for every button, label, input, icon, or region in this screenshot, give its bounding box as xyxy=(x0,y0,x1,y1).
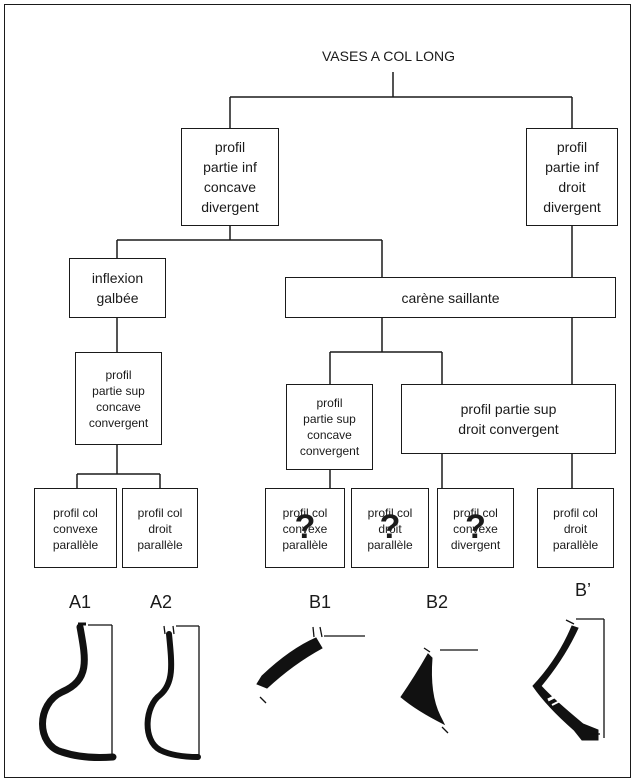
profile-a2-drawing xyxy=(144,625,201,760)
leaf-label: profil col droit parallèle xyxy=(552,506,599,552)
node-b-partie-sup-droit-convergent: profil partie sup droit convergent xyxy=(401,384,616,454)
leaf-label: profil col convexe parallèle xyxy=(52,506,99,552)
leaf-label: profil col convexe parallèle xyxy=(282,506,328,552)
diagram-frame xyxy=(4,4,631,778)
profile-label-bprime: B’ xyxy=(574,580,591,600)
profile-label-a2: A2 xyxy=(149,592,173,612)
node-carene-saillante: carène saillante xyxy=(285,277,616,318)
node-inflexion-galbee: inflexion galbée xyxy=(69,258,166,318)
profile-label-a1: A1 xyxy=(68,592,92,612)
leaf-b1-convexe-parallele: profil col convexe parallèle ? xyxy=(265,488,345,568)
profile-a1-drawing xyxy=(39,622,117,761)
leaf-label: profil col droit parallèle xyxy=(367,506,413,552)
leaf-label: profil col droit parallèle xyxy=(137,506,183,552)
leaf-bprime-droit-parallele: profil col droit parallèle xyxy=(537,488,614,568)
profile-label-b1: B1 xyxy=(308,592,332,612)
profile-b1-drawing xyxy=(256,626,365,704)
root-title: VASES A COL LONG xyxy=(322,48,456,64)
profile-bprime-drawing xyxy=(532,618,605,741)
leaf-a2-droit-parallele: profil col droit parallèle xyxy=(122,488,198,568)
question-mark-icon: ? xyxy=(294,508,316,546)
leaf-b2-droit-parallele: profil col droit parallèle ? xyxy=(351,488,429,568)
profile-label-b2: B2 xyxy=(425,592,449,612)
node-profil-partie-inf-concave-divergent: profil partie inf concave divergent xyxy=(181,128,279,226)
leaf-a1-convexe-parallele: profil col convexe parallèle xyxy=(34,488,117,568)
profile-b2-drawing xyxy=(400,647,478,734)
question-mark-icon: ? xyxy=(465,508,486,546)
node-profil-partie-inf-droit-divergent: profil partie inf droit divergent xyxy=(526,128,618,226)
leaf-label: profil col convexe divergent xyxy=(450,506,501,552)
node-b-partie-sup-concave-convergent: profil partie sup concave convergent xyxy=(286,384,373,470)
question-mark-icon: ? xyxy=(379,508,401,546)
leaf-convexe-divergent: profil col convexe divergent ? xyxy=(437,488,514,568)
node-a-partie-sup-concave-convergent: profil partie sup concave convergent xyxy=(75,352,162,445)
